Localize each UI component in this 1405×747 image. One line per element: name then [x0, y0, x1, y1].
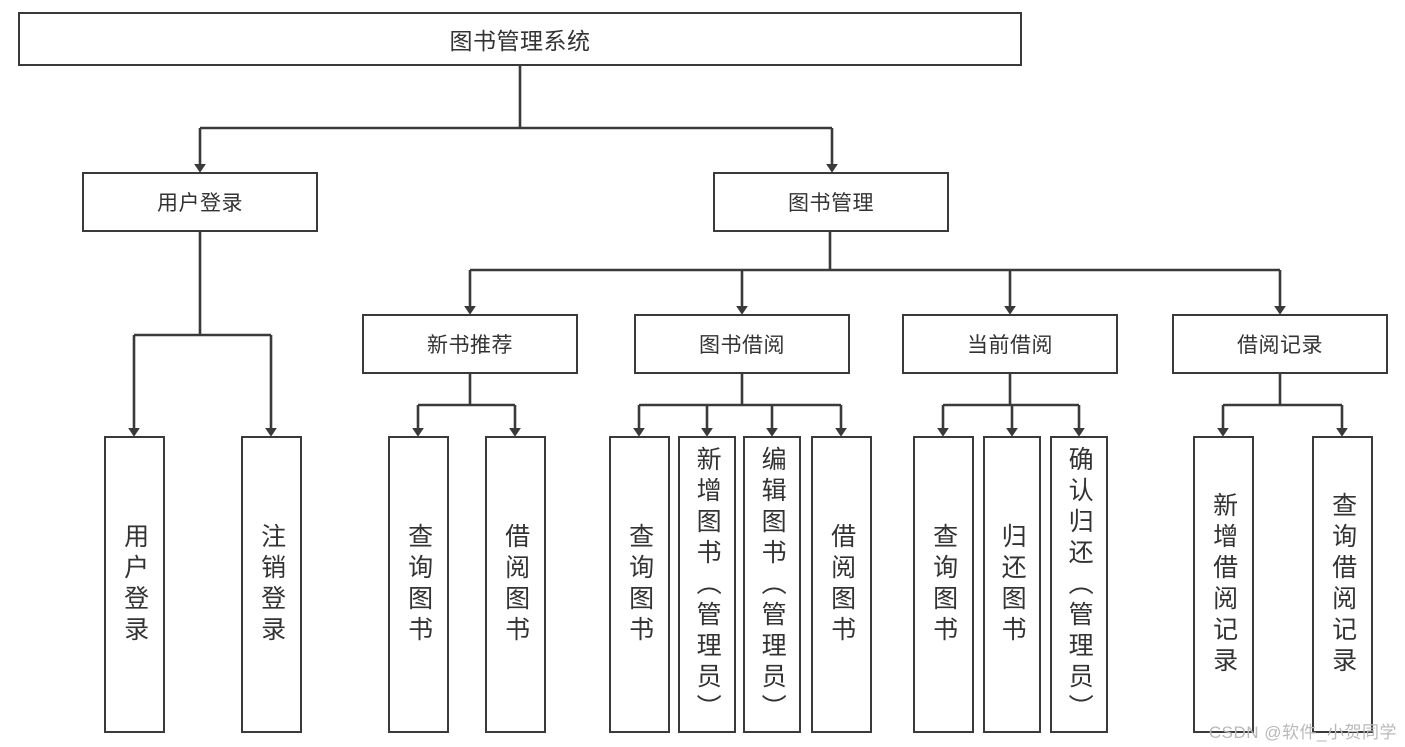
node-leaf-borrow-book-1[interactable]: 借阅图书 — [485, 436, 546, 733]
node-leaf-query-book-3-label: 查询图书 — [929, 522, 958, 647]
node-leaf-logout-label: 注销登录 — [257, 522, 286, 647]
node-leaf-query-book-1[interactable]: 查询图书 — [388, 436, 449, 733]
node-leaf-query-book-1-label: 查询图书 — [404, 522, 433, 647]
node-leaf-borrow-book-2[interactable]: 借阅图书 — [811, 436, 872, 733]
node-leaf-query-book-2-label: 查询图书 — [625, 522, 654, 647]
node-new-book-recommend[interactable]: 新书推荐 — [362, 314, 578, 374]
node-leaf-add-book-label: 新增图书（管理员） — [693, 446, 722, 725]
node-leaf-borrow-book-1-label: 借阅图书 — [501, 522, 530, 647]
node-leaf-confirm-return-label: 确认归还（管理员） — [1065, 446, 1094, 725]
node-user-login[interactable]: 用户登录 — [82, 172, 318, 232]
node-user-login-label: 用户登录 — [157, 192, 243, 215]
node-book-management-label: 图书管理 — [788, 192, 874, 215]
node-leaf-add-book[interactable]: 新增图书（管理员） — [678, 436, 736, 733]
node-leaf-edit-book[interactable]: 编辑图书（管理员） — [743, 436, 801, 733]
node-leaf-query-record-label: 查询借阅记录 — [1328, 491, 1357, 678]
node-root[interactable]: 图书管理系统 — [18, 12, 1022, 66]
node-leaf-query-record[interactable]: 查询借阅记录 — [1312, 436, 1373, 733]
watermark: CSDN @软件_小贺同学 — [1208, 723, 1397, 742]
node-leaf-logout[interactable]: 注销登录 — [241, 436, 302, 733]
node-book-management[interactable]: 图书管理 — [713, 172, 949, 232]
node-book-borrow[interactable]: 图书借阅 — [634, 314, 850, 374]
node-leaf-query-book-3[interactable]: 查询图书 — [913, 436, 974, 733]
node-current-borrow-label: 当前借阅 — [967, 334, 1053, 357]
node-current-borrow[interactable]: 当前借阅 — [902, 314, 1118, 374]
node-leaf-confirm-return[interactable]: 确认归还（管理员） — [1050, 436, 1108, 733]
node-borrow-record[interactable]: 借阅记录 — [1172, 314, 1388, 374]
node-root-label: 图书管理系统 — [449, 28, 591, 54]
node-leaf-edit-book-label: 编辑图书（管理员） — [758, 446, 787, 725]
node-leaf-borrow-book-2-label: 借阅图书 — [827, 522, 856, 647]
node-leaf-return-book-label: 归还图书 — [998, 522, 1027, 647]
node-book-borrow-label: 图书借阅 — [699, 334, 785, 357]
node-leaf-user-login-label: 用户登录 — [120, 522, 149, 647]
node-leaf-return-book[interactable]: 归还图书 — [983, 436, 1041, 733]
node-leaf-add-record[interactable]: 新增借阅记录 — [1193, 436, 1254, 733]
node-leaf-user-login[interactable]: 用户登录 — [104, 436, 165, 733]
node-leaf-add-record-label: 新增借阅记录 — [1209, 491, 1238, 678]
node-leaf-query-book-2[interactable]: 查询图书 — [609, 436, 670, 733]
node-borrow-record-label: 借阅记录 — [1237, 334, 1323, 357]
node-new-book-recommend-label: 新书推荐 — [427, 334, 513, 357]
